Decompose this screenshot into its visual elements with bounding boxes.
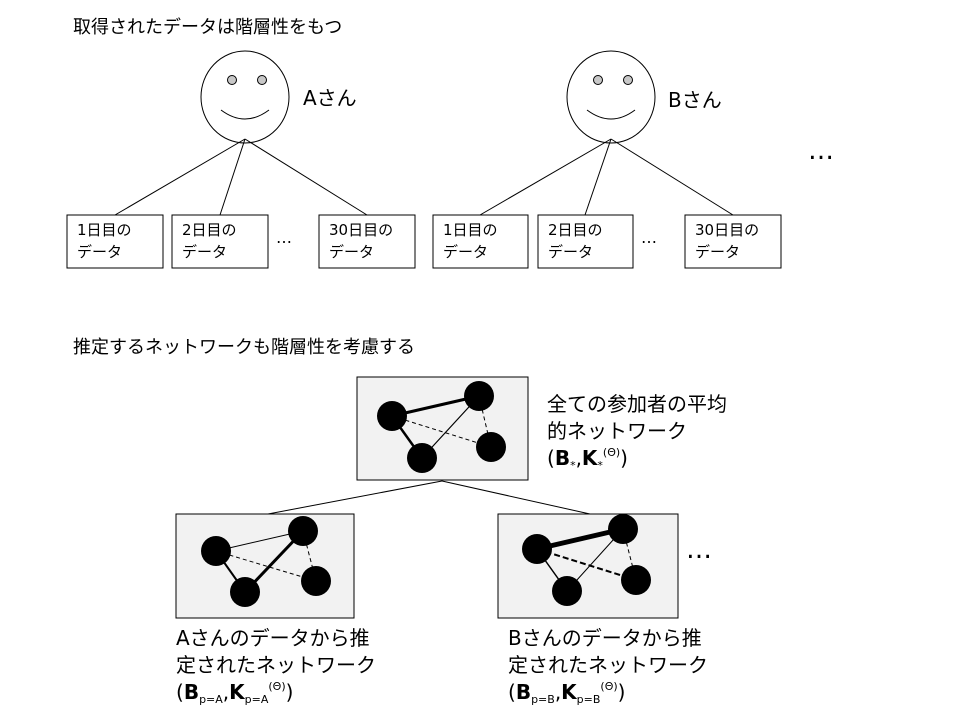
day-box-line2: データ bbox=[443, 243, 489, 261]
caption-line: 定されたネットワーク bbox=[508, 653, 708, 677]
person-b-figure bbox=[566, 50, 656, 144]
node bbox=[464, 381, 494, 411]
network-hierarchy-links bbox=[267, 480, 591, 515]
node bbox=[288, 516, 318, 546]
formula-k-sup: (Θ) bbox=[600, 680, 618, 693]
bottom-heading: 推定するネットワークも階層性を考慮する bbox=[73, 337, 415, 358]
more-persons-ellipsis: … bbox=[808, 136, 835, 166]
formula-k-sup: (Θ) bbox=[602, 446, 621, 459]
day-box-line2: データ bbox=[548, 243, 594, 261]
top-heading: 取得されたデータは階層性をもつ bbox=[73, 17, 343, 38]
formula-b-sub: p=B bbox=[531, 693, 555, 706]
person-b-network-graph bbox=[497, 513, 679, 619]
day-box-line1: 1日目の bbox=[443, 221, 498, 239]
caption-line: Aさんのデータから推 bbox=[176, 626, 370, 650]
node bbox=[201, 536, 231, 566]
node bbox=[301, 566, 331, 596]
formula-k: K bbox=[561, 680, 577, 704]
day-box-line2: データ bbox=[182, 243, 228, 261]
person-a-network-caption: Aさんのデータから推 定されたネットワーク (Bp=A,Kp=A(Θ)) bbox=[176, 625, 376, 706]
person-a-label: Aさん bbox=[303, 86, 357, 110]
caption-line: 的ネットワーク bbox=[547, 419, 687, 443]
day-box-line2: データ bbox=[329, 243, 375, 261]
formula-b-sub: p=A bbox=[199, 693, 223, 706]
caption-line: Bさんのデータから推 bbox=[508, 626, 702, 650]
caption-formula: (Bp=A,Kp=A(Θ)) bbox=[176, 680, 294, 706]
person-a-right-eye bbox=[257, 75, 267, 85]
person-a-smile bbox=[220, 109, 270, 120]
node bbox=[230, 577, 260, 607]
edge-dashed bbox=[215, 550, 317, 582]
formula-b-sub: * bbox=[570, 459, 576, 472]
day-box-line1: 2日目の bbox=[182, 221, 237, 239]
node bbox=[621, 565, 651, 595]
caption-formula: (Bp=B,Kp=B(Θ)) bbox=[508, 680, 626, 706]
node bbox=[377, 401, 407, 431]
caption-formula: (B*,K*(Θ)) bbox=[547, 446, 628, 472]
day-box bbox=[537, 214, 634, 269]
person-b-face bbox=[566, 50, 656, 144]
day-box bbox=[171, 214, 269, 269]
person-b-right-eye bbox=[623, 75, 633, 85]
formula-k-sub: p=A bbox=[244, 693, 269, 706]
node bbox=[476, 432, 506, 462]
edge-dashed bbox=[391, 415, 492, 448]
day-box bbox=[432, 214, 529, 269]
formula-b: B bbox=[183, 680, 200, 704]
network-panel bbox=[356, 376, 529, 481]
more-networks-ellipsis: … bbox=[686, 535, 713, 565]
formula-k-sub: * bbox=[597, 459, 603, 472]
caption-line: 定されたネットワーク bbox=[176, 653, 376, 677]
node bbox=[608, 514, 638, 544]
person-b-network-caption: Bさんのデータから推 定されたネットワーク (Bp=B,Kp=B(Θ)) bbox=[508, 625, 708, 706]
node bbox=[407, 443, 437, 473]
person-b-smile bbox=[586, 109, 636, 120]
person-a-left-eye bbox=[227, 75, 237, 85]
day-box bbox=[318, 214, 416, 269]
network-panel bbox=[497, 513, 679, 619]
average-network-graph bbox=[356, 376, 529, 481]
edge-dashed bbox=[536, 548, 637, 581]
node bbox=[522, 534, 552, 564]
node bbox=[552, 576, 582, 606]
day-box-line2: データ bbox=[77, 243, 123, 261]
person-b-left-eye bbox=[593, 75, 603, 85]
formula-k: K bbox=[581, 446, 598, 470]
day-box-line1: 2日目の bbox=[548, 221, 603, 239]
day-boxes-ellipsis: … bbox=[276, 228, 292, 247]
day-box-line2: データ bbox=[695, 243, 741, 261]
person-b-label: Bさん bbox=[668, 88, 722, 112]
day-boxes-ellipsis: … bbox=[641, 228, 657, 247]
day-box bbox=[66, 214, 164, 269]
day-box-line1: 30日目の bbox=[695, 221, 760, 239]
person-a-day-boxes bbox=[66, 214, 416, 269]
caption-line: 全ての参加者の平均 bbox=[547, 392, 727, 416]
average-network-caption: 全ての参加者の平均 的ネットワーク (B*,K*(Θ)) bbox=[547, 391, 727, 472]
day-box-line1: 30日目の bbox=[329, 221, 394, 239]
person-a-face bbox=[200, 50, 290, 144]
person-a-links bbox=[114, 138, 368, 216]
formula-k: K bbox=[229, 680, 245, 704]
person-a-network-graph bbox=[175, 513, 355, 619]
formula-b: B bbox=[515, 680, 532, 704]
person-a-figure bbox=[200, 50, 290, 144]
formula-b: B bbox=[554, 446, 571, 470]
person-b-day-boxes bbox=[432, 214, 782, 269]
formula-k-sub: p=B bbox=[576, 693, 601, 706]
day-box-line1: 1日目の bbox=[77, 221, 132, 239]
formula-k-sup: (Θ) bbox=[268, 680, 286, 693]
day-box bbox=[684, 214, 782, 269]
person-b-links bbox=[479, 138, 734, 216]
